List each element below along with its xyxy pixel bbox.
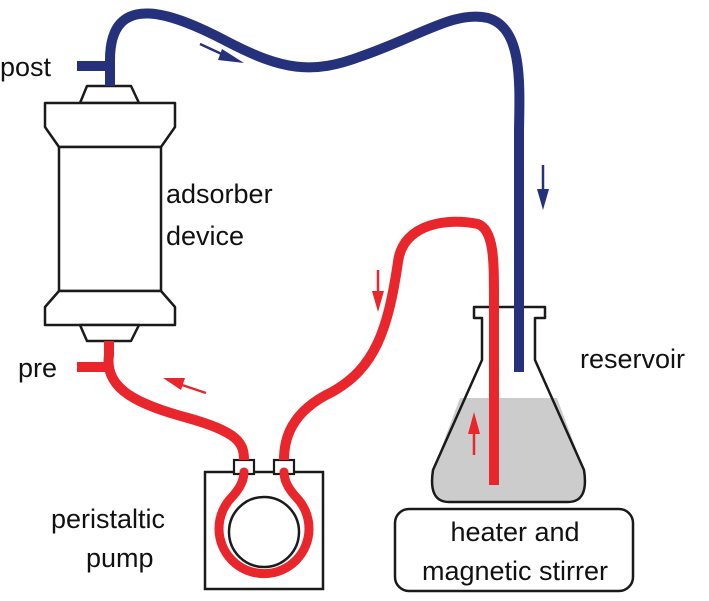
adsorber-top-connector xyxy=(78,84,141,105)
reservoir-liquid xyxy=(432,398,585,502)
adsorber-top-cap xyxy=(43,101,177,149)
pump-rotor xyxy=(227,495,301,569)
adsorber-body xyxy=(57,145,163,293)
adsorber-bottom-cap xyxy=(43,289,177,327)
flow-arrow-red-up xyxy=(468,412,480,455)
label-post: post xyxy=(0,52,52,82)
label-adsorber: adsorber xyxy=(166,179,273,209)
adsorber-bottom-connector xyxy=(78,323,141,343)
peristaltic-pump xyxy=(203,458,325,591)
flow-arrow-blue-down xyxy=(537,165,549,210)
reservoir-flask xyxy=(430,305,587,504)
label-reservoir: reservoir xyxy=(580,344,685,374)
flow-arrow-red-down xyxy=(372,270,384,312)
pump-tube-loop xyxy=(214,467,314,579)
label-pump: pump xyxy=(86,543,154,573)
inflow-tube-reservoir xyxy=(279,216,499,485)
label-peristaltic: peristaltic xyxy=(51,504,165,534)
adsorber-device xyxy=(43,84,177,343)
label-pre: pre xyxy=(18,353,57,383)
flow-arrow-blue-top xyxy=(199,42,244,63)
inflow-tube-pre xyxy=(103,341,249,461)
label-magnetic-stirrer: magnetic stirrer xyxy=(422,556,608,586)
heater-stirrer-box xyxy=(393,507,635,593)
outflow-tube xyxy=(105,8,525,372)
reservoir-glass xyxy=(430,305,587,504)
label-heater-and: heater and xyxy=(450,517,579,547)
flow-arrow-red-left xyxy=(163,378,207,395)
label-device: device xyxy=(166,221,244,251)
